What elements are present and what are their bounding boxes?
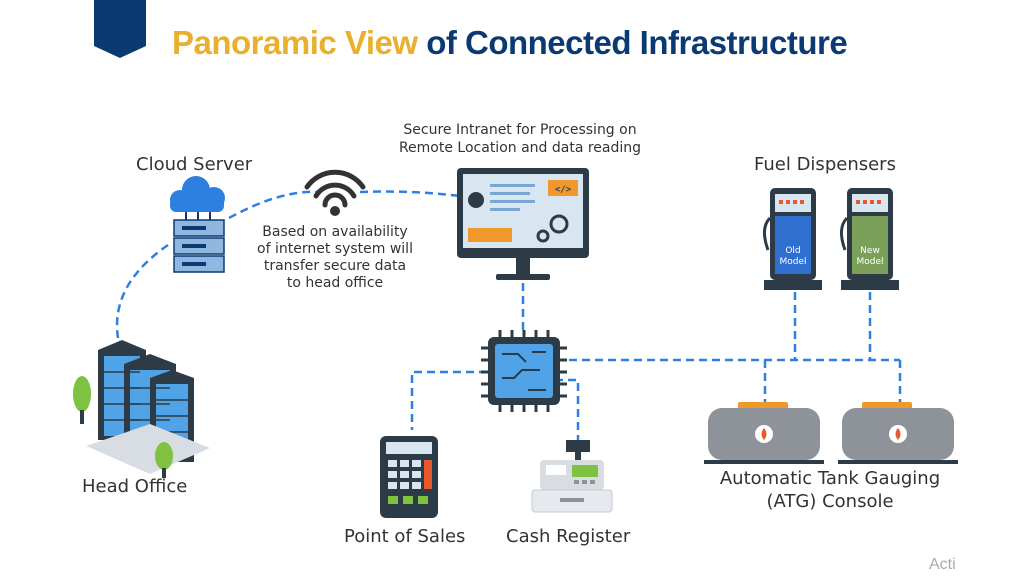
code-tag: </> [555,185,572,195]
title-highlight: Panoramic View [172,24,418,61]
new-model-dispenser-icon [840,188,899,290]
fuel-dispensers-label: Fuel Dispensers [754,154,896,175]
dashed-connectors [115,190,902,440]
new-model-line1: New [860,246,880,256]
chip-to-pos-link [410,370,487,430]
old-model-label: Old Model [776,246,810,268]
cloud-to-head-office-link [115,243,169,339]
old-model-dispenser-icon [763,188,822,290]
activation-watermark: Acti [929,556,956,573]
head-office-icon [73,340,210,478]
availability-line1: Based on availability [262,224,408,240]
cash-register-icon [531,440,613,513]
chip-to-register-link [555,378,580,440]
corner-bookmark-icon [94,0,146,58]
availability-note: Based on availability of internet system… [240,224,430,292]
head-office-label: Head Office [82,476,188,497]
point-of-sales-icon [380,436,438,518]
atg-console-label: Automatic Tank Gauging (ATG) Console [698,467,962,513]
old-model-line1: Old [785,246,801,256]
wifi-dot [330,206,340,216]
atg-line2: (ATG) Console [766,491,894,512]
secure-intranet-label: Secure Intranet for Processing on Remote… [370,121,670,157]
point-of-sales-label: Point of Sales [344,526,466,547]
secure-intranet-line1: Secure Intranet for Processing on [403,122,637,138]
tank-one-icon [704,402,824,464]
processor-chip-icon [481,330,567,412]
cloud-to-wifi-link [228,190,319,220]
monitor-icon [457,168,589,280]
new-model-line2: Model [856,257,884,267]
cash-register-label: Cash Register [506,526,631,547]
cloud-server-label: Cloud Server [136,154,253,175]
old-model-line2: Model [779,257,807,267]
secure-intranet-line2: Remote Location and data reading [398,140,642,156]
availability-line2: of internet system will [257,241,413,257]
availability-line3: transfer secure data [263,258,407,274]
page-title: Panoramic View of Connected Infrastructu… [172,24,848,62]
new-model-label: New Model [853,246,887,268]
availability-line4: to head office [286,275,384,291]
atg-line1: Automatic Tank Gauging [719,468,941,489]
wifi-icon [304,169,366,208]
wifi-to-monitor-link [359,190,461,198]
tank-two-icon [838,402,958,464]
cloud-server-icon [170,176,225,273]
title-rest: of Connected Infrastructure [426,24,848,61]
